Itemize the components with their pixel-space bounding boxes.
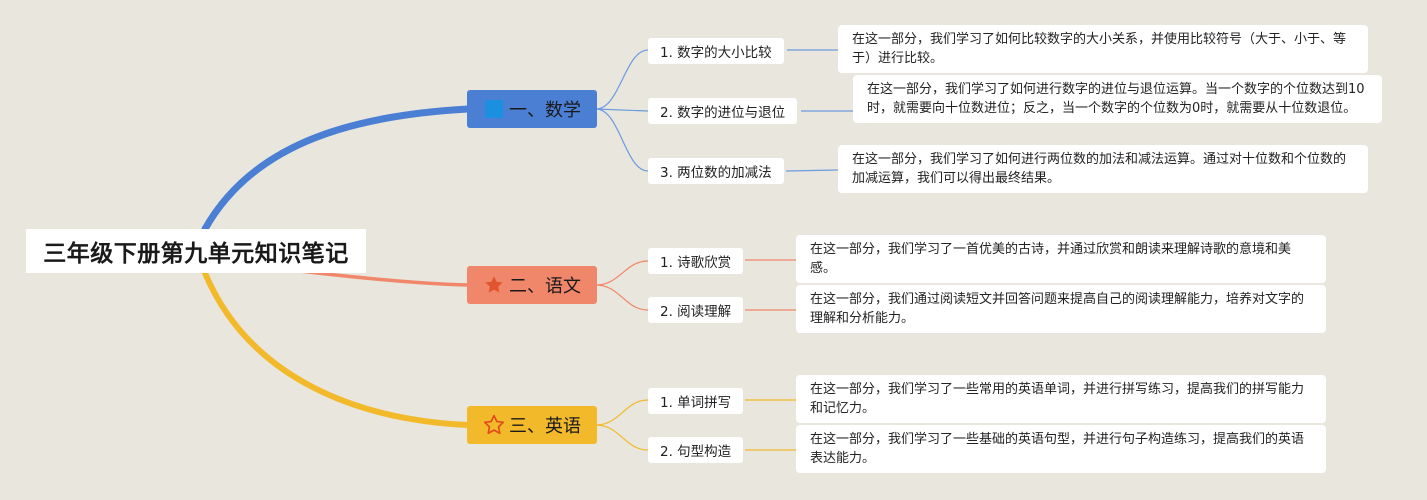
branch-english[interactable]: 三、英语 [467,406,597,444]
topic-math-3-label: 3. 两位数的加减法 [660,165,772,181]
note-chinese-2-text: 在这一部分，我们通过阅读短文并回答问题来提高自己的阅读理解能力，培养对文字的理解… [810,292,1305,326]
note-math-1-text: 在这一部分，我们学习了如何比较数字的大小关系，并使用比较符号（大于、小于、等于）… [852,32,1347,66]
topic-math-1[interactable]: 1. 数字的大小比较 [648,38,784,64]
note-english-2-text: 在这一部分，我们学习了一些基础的英语句型，并进行句子构造练习，提高我们的英语表达… [810,432,1305,466]
note-english-1-text: 在这一部分，我们学习了一些常用的英语单词，并进行拼写练习，提高我们的拼写能力和记… [810,382,1305,416]
topic-math-2-label: 2. 数字的进位与退位 [660,105,786,121]
link-chinese-1 [595,260,649,286]
root-title: 三年级下册第九单元知识笔记 [43,241,349,267]
star-outline-icon [483,414,505,436]
link-math-3 [595,108,649,172]
topic-chinese-2[interactable]: 2. 阅读理解 [648,297,744,323]
link-english-1 [595,399,649,426]
topic-english-2-label: 2. 句型构造 [660,444,732,460]
star-icon [483,274,505,296]
branch-math-label: 一、数学 [509,100,581,121]
link-math-2 [595,108,649,112]
note-math-2: 在这一部分，我们学习了如何进行数字的进位与退位运算。当一个数字的个位数达到10时… [853,75,1382,123]
trunk-english [202,270,471,428]
topic-english-2[interactable]: 2. 句型构造 [648,437,744,463]
root-topic[interactable]: 三年级下册第九单元知识笔记 [26,229,366,273]
note-math-3: 在这一部分，我们学习了如何进行两位数的加法和减法运算。通过对十位数和个位数的加减… [838,145,1368,193]
topic-english-1[interactable]: 1. 单词拼写 [648,388,744,414]
branch-chinese-label: 二、语文 [509,276,581,297]
branch-math[interactable]: 一、数学 [467,90,597,128]
topic-math-1-label: 1. 数字的大小比较 [660,45,772,61]
note-math-1: 在这一部分，我们学习了如何比较数字的大小关系，并使用比较符号（大于、小于、等于）… [838,25,1368,73]
link-math-1 [595,49,649,110]
trunk-chinese [298,269,470,287]
branch-chinese[interactable]: 二、语文 [467,266,597,304]
topic-english-1-label: 1. 单词拼写 [660,395,732,411]
note-chinese-1-text: 在这一部分，我们学习了一首优美的古诗，并通过欣赏和朗读来理解诗歌的意境和美感。 [810,242,1292,276]
note-english-2: 在这一部分，我们学习了一些基础的英语句型，并进行句子构造练习，提高我们的英语表达… [796,425,1326,473]
trunk-math [201,105,472,233]
note-chinese-1: 在这一部分，我们学习了一首优美的古诗，并通过欣赏和朗读来理解诗歌的意境和美感。 [796,235,1326,283]
note-math-2-text: 在这一部分，我们学习了如何进行数字的进位与退位运算。当一个数字的个位数达到10时… [867,82,1365,116]
topic-chinese-2-label: 2. 阅读理解 [660,304,732,320]
branch-english-label: 三、英语 [509,416,581,437]
topic-chinese-1-label: 1. 诗歌欣赏 [660,255,732,271]
link-english-2 [595,424,649,451]
topic-chinese-1[interactable]: 1. 诗歌欣赏 [648,248,744,274]
blue-square-icon [483,98,505,120]
link-chinese-2 [595,284,649,311]
topic-math-2[interactable]: 2. 数字的进位与退位 [648,98,798,124]
note-english-1: 在这一部分，我们学习了一些常用的英语单词，并进行拼写练习，提高我们的拼写能力和记… [796,375,1326,423]
link-math-note-3 [785,169,839,172]
note-chinese-2: 在这一部分，我们通过阅读短文并回答问题来提高自己的阅读理解能力，培养对文字的理解… [796,285,1326,333]
topic-math-3[interactable]: 3. 两位数的加减法 [648,158,784,184]
note-math-3-text: 在这一部分，我们学习了如何进行两位数的加法和减法运算。通过对十位数和个位数的加减… [852,152,1347,186]
